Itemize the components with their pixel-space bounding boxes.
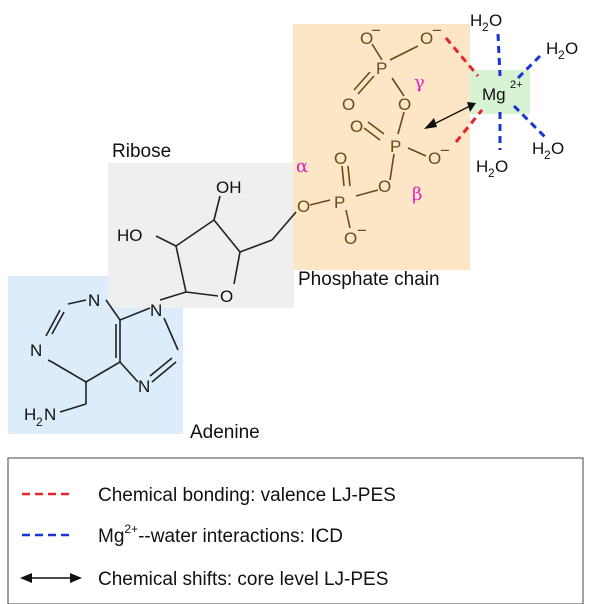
water-right-top: H 2 O [546, 39, 578, 62]
chemical-shift-arrow [424, 102, 476, 129]
water-right-bottom: H 2 O [532, 139, 564, 162]
bridge-o-bg: O [398, 95, 411, 114]
adenine-n9: N [150, 301, 162, 320]
red-dashed-bond-beta [454, 109, 484, 143]
svg-text:O: O [489, 11, 502, 30]
p-gamma-o-top: O [360, 29, 373, 48]
blue-dashed-water-2 [512, 54, 542, 84]
adenine-label: Adenine [190, 422, 260, 443]
p-gamma-o-top-minus: − [371, 21, 381, 40]
phosphate-structure [309, 43, 427, 229]
blue-dashed-water-1 [496, 33, 502, 77]
mg-label: Mg [482, 85, 506, 104]
p-beta-o-left: O [350, 117, 363, 136]
p-alpha: P [334, 193, 345, 212]
ribose-ring-o: O [220, 287, 233, 306]
svg-text:H: H [532, 139, 544, 158]
legend-text-shifts: Chemical shifts: core level LJ-PES [98, 569, 388, 590]
ribose-label: Ribose [112, 141, 171, 162]
legend-double-arrow [20, 573, 82, 583]
bridge-o-ribose: O [297, 197, 310, 216]
svg-text:H: H [470, 11, 482, 30]
water-top: H 2 O [470, 11, 502, 34]
p-gamma-o-right: O [420, 29, 433, 48]
alpha-label: α [296, 156, 308, 177]
legend-text-water: Mg2+--water interactions: ICD [98, 522, 343, 547]
svg-text:2: 2 [482, 20, 489, 34]
p-beta: P [390, 137, 401, 156]
p-alpha-o-bottom-minus: − [357, 221, 367, 240]
svg-text:H: H [546, 39, 558, 58]
p-gamma: P [376, 59, 387, 78]
ribose-ho: HO [117, 226, 143, 245]
svg-text:H: H [476, 157, 488, 176]
svg-text:O: O [551, 139, 564, 158]
adenine-nh2-sub: 2 [36, 415, 43, 429]
phosphate-chain-label: Phosphate chain [298, 269, 440, 290]
adenine-n3: N [30, 341, 42, 360]
phosphate-region [293, 24, 470, 270]
legend-box [7, 457, 584, 604]
adenine-n7: N [138, 377, 150, 396]
gamma-label: γ [414, 72, 425, 93]
adenine-n1: N [88, 291, 100, 310]
mg-charge: 2+ [510, 79, 523, 91]
red-dashed-bond-gamma [444, 37, 480, 77]
adenine-nh2-n: N [44, 405, 56, 424]
p-gamma-o-right-minus: − [432, 21, 442, 40]
p-alpha-o-bottom: O [344, 229, 357, 248]
ribose-oh: OH [216, 178, 242, 197]
beta-label: β [412, 184, 422, 205]
bridge-o-ab: O [378, 177, 391, 196]
p-alpha-o-top: O [334, 149, 347, 168]
adenine-structure [45, 291, 187, 413]
svg-text:2: 2 [544, 148, 551, 162]
adenine-nh2-h: H [24, 405, 36, 424]
ribose-structure [155, 195, 297, 297]
legend-text-bonding: Chemical bonding: valence LJ-PES [98, 485, 396, 506]
ribose-region [108, 163, 294, 308]
p-beta-o-right-minus: − [440, 141, 450, 160]
water-bottom: H 2 O [476, 157, 508, 180]
svg-text:O: O [565, 39, 578, 58]
blue-dashed-water-3 [512, 104, 548, 140]
svg-text:2: 2 [558, 48, 565, 62]
p-gamma-o-left: O [342, 95, 355, 114]
p-beta-o-right: O [428, 149, 441, 168]
svg-text:O: O [495, 157, 508, 176]
svg-text:2: 2 [488, 166, 495, 180]
